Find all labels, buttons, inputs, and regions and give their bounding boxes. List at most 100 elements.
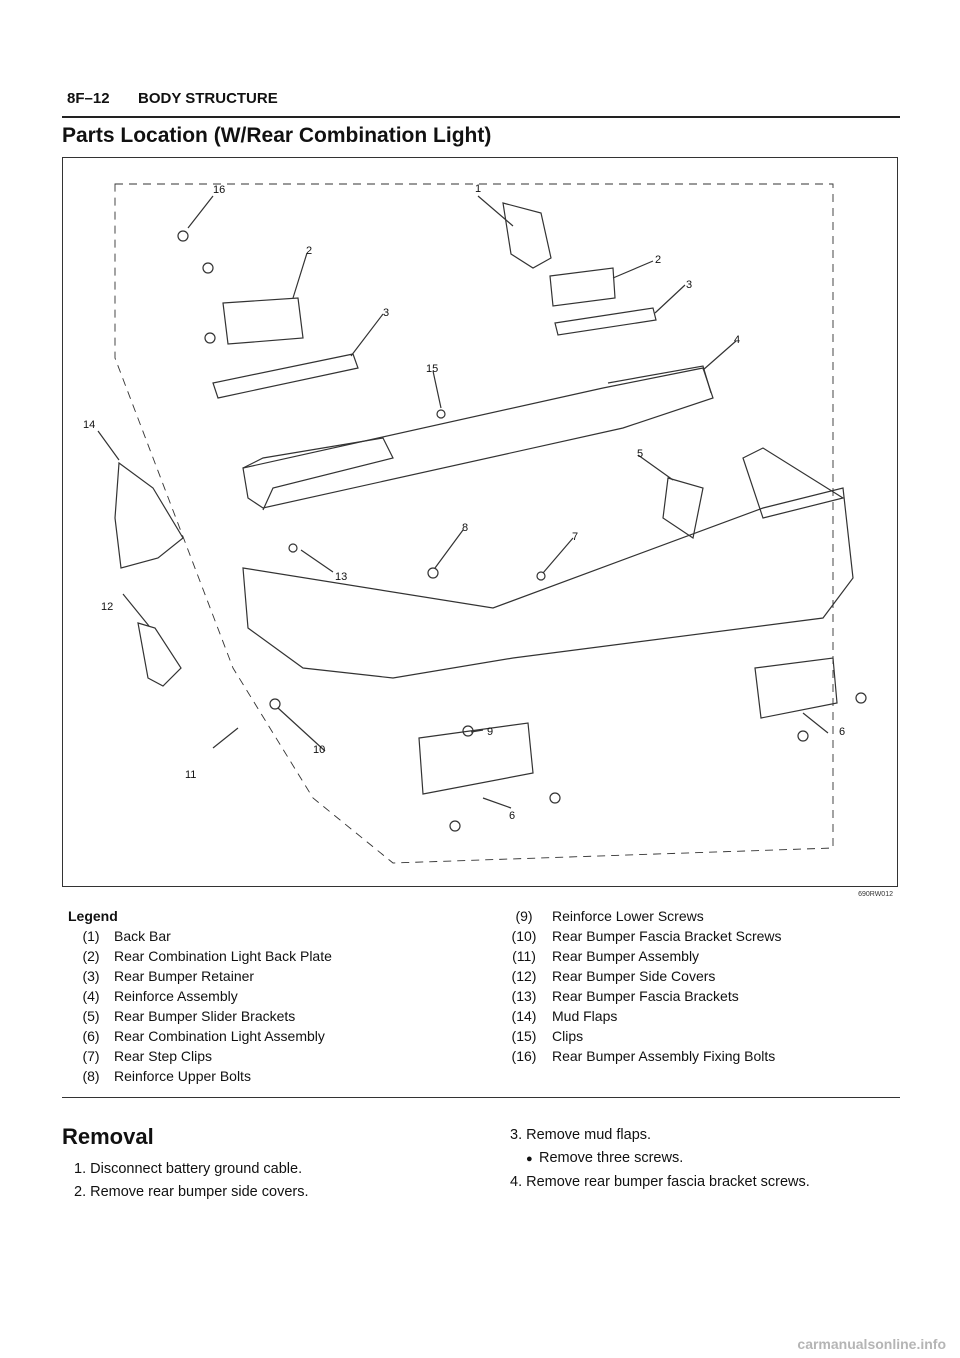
callout-6-left: 6	[509, 810, 515, 822]
legend-label: Back Bar	[114, 928, 171, 944]
screw-icon	[549, 792, 561, 804]
legend-label: Rear Bumper Assembly Fixing Bolts	[552, 1048, 776, 1064]
legend-item: (13) Rear Bumper Fascia Brackets	[496, 986, 782, 1006]
assembly-outline	[114, 183, 834, 864]
reinforce-assembly-right-end	[607, 365, 712, 394]
legend-number: (5)	[82, 1008, 100, 1024]
mud-flap-part	[114, 461, 184, 569]
callout-14: 14	[83, 419, 95, 431]
legend-number: (10)	[511, 928, 537, 944]
callout-6-right: 6	[839, 726, 845, 738]
legend-number: (6)	[82, 1028, 100, 1044]
left-combination-light-part	[418, 722, 534, 795]
legend-label: Clips	[552, 1028, 584, 1044]
reinforce-assembly-left-end	[242, 437, 394, 511]
bullet-icon: ●	[526, 1153, 533, 1165]
removal-substep-text: Remove three screws.	[539, 1150, 684, 1166]
removal-heading: Removal	[62, 1124, 154, 1149]
clip-15-icon	[436, 409, 446, 419]
legend-number: (11)	[512, 948, 536, 964]
legend-number: (4)	[82, 988, 100, 1004]
screw-icon	[797, 730, 809, 742]
removal-substep: ● Remove three screws.	[510, 1147, 810, 1171]
legend-item: (8)Reinforce Upper Bolts	[68, 1066, 332, 1086]
callout-11: 11	[185, 769, 196, 781]
callout-3-right: 3	[686, 279, 692, 291]
legend-label: Rear Bumper Fascia Bracket Screws	[552, 928, 782, 944]
callout-10: 10	[313, 744, 325, 756]
legend-item: (10) Rear Bumper Fascia Bracket Screws	[496, 926, 782, 946]
legend-number: (15)	[511, 1028, 537, 1044]
exploded-view-drawing: 1 2 2 3 3 4 5 6 6 7 8 9 10 11 12 13 14 1…	[83, 183, 867, 864]
page-number: 8F–12	[67, 90, 110, 107]
legend-label: Rear Bumper Side Covers	[552, 968, 716, 984]
legend-item: (1) Back Bar	[68, 926, 332, 946]
legend-number: (12)	[511, 968, 537, 984]
bolt-8-icon	[427, 567, 439, 579]
header-rule	[62, 116, 900, 118]
screw-icon	[855, 692, 867, 704]
legend-label: Rear Combination Light Back Plate	[114, 948, 332, 964]
legend-divider	[62, 1097, 900, 1098]
removal-steps-left: 1. Disconnect battery ground cable. 2. R…	[74, 1158, 309, 1204]
right-back-plate-part	[549, 267, 616, 307]
left-retainer-part	[212, 353, 359, 399]
callout-4: 4	[734, 334, 740, 346]
screw-9-icon	[462, 725, 474, 737]
page-title: Parts Location (W/Rear Combination Light…	[62, 124, 492, 147]
legend-label: Rear Bumper Fascia Brackets	[552, 988, 739, 1004]
legend-item: (15) Clips	[496, 1026, 782, 1046]
legend-item: (5)Rear Bumper Slider Brackets	[68, 1006, 332, 1026]
side-cover-part	[137, 622, 182, 687]
legend-label: Reinforce Lower Screws	[552, 908, 704, 924]
slider-bracket-part	[662, 477, 704, 539]
right-combination-light-part	[754, 657, 838, 719]
legend-item: (9) Reinforce Lower Screws	[496, 906, 782, 926]
removal-step-3: 3. Remove mud flaps.	[510, 1127, 652, 1143]
legend-number: (3)	[82, 968, 100, 984]
removal-step-2: 2. Remove rear bumper side covers.	[74, 1184, 309, 1200]
legend-item: (7) Rear Step Clips	[68, 1046, 332, 1066]
legend-left-column: Legend (1)Back Bar (2)Rear Combination L…	[68, 906, 332, 1086]
parts-diagram: 1 2 2 3 3 4 5 6 6 7 8 9 10 11 12 13 14 1…	[62, 157, 898, 898]
legend-label: Rear Bumper Assembly	[552, 948, 700, 964]
callout-15: 15	[426, 363, 438, 375]
removal-step-1: 1. Disconnect battery ground cable.	[74, 1161, 303, 1177]
callout-12: 12	[101, 601, 113, 613]
legend-item: (3)Rear Bumper Retainer	[68, 966, 332, 986]
section-title: BODY STRUCTURE	[138, 90, 278, 107]
legend-number: (14)	[511, 1008, 537, 1024]
bolt-icon	[204, 332, 216, 344]
bolt-icon	[202, 262, 214, 274]
callout-13: 13	[335, 571, 347, 583]
legend-number: (1)	[82, 928, 100, 944]
bumper-end-cap	[742, 447, 845, 519]
right-retainer-part	[554, 307, 657, 336]
legend-number: (9)	[515, 908, 533, 924]
callout-2-right: 2	[655, 254, 661, 266]
callout-9: 9	[487, 726, 493, 738]
legend-label: Rear Combination Light Assembly	[114, 1028, 325, 1044]
legend-label: Rear Step Clips	[114, 1048, 213, 1064]
callout-1: 1	[475, 183, 481, 195]
callout-8: 8	[462, 522, 468, 534]
callout-16: 16	[213, 184, 225, 196]
legend-number: (7)	[82, 1048, 100, 1064]
leader-lines	[97, 195, 829, 809]
legend-number: (16)	[511, 1048, 537, 1064]
legend-label: Reinforce Upper Bolts	[114, 1068, 251, 1084]
callout-7: 7	[572, 531, 578, 543]
reinforce-assembly-part	[242, 367, 714, 509]
removal-step-4: 4. Remove rear bumper fascia bracket scr…	[510, 1174, 810, 1190]
callout-2-left: 2	[306, 245, 312, 257]
screw-10-icon	[269, 698, 281, 710]
left-back-plate-part	[222, 297, 304, 345]
screw-icon	[449, 820, 461, 832]
legend-label: Reinforce Assembly	[114, 988, 238, 1004]
rear-bumper-part	[242, 487, 854, 679]
legend-number: (13)	[511, 988, 537, 1004]
legend-item: (6) Rear Combination Light Assembly	[68, 1026, 332, 1046]
legend-item: (11) Rear Bumper Assembly	[496, 946, 782, 966]
legend-item: (12) Rear Bumper Side Covers	[496, 966, 782, 986]
bracket-13-icon	[288, 543, 298, 553]
